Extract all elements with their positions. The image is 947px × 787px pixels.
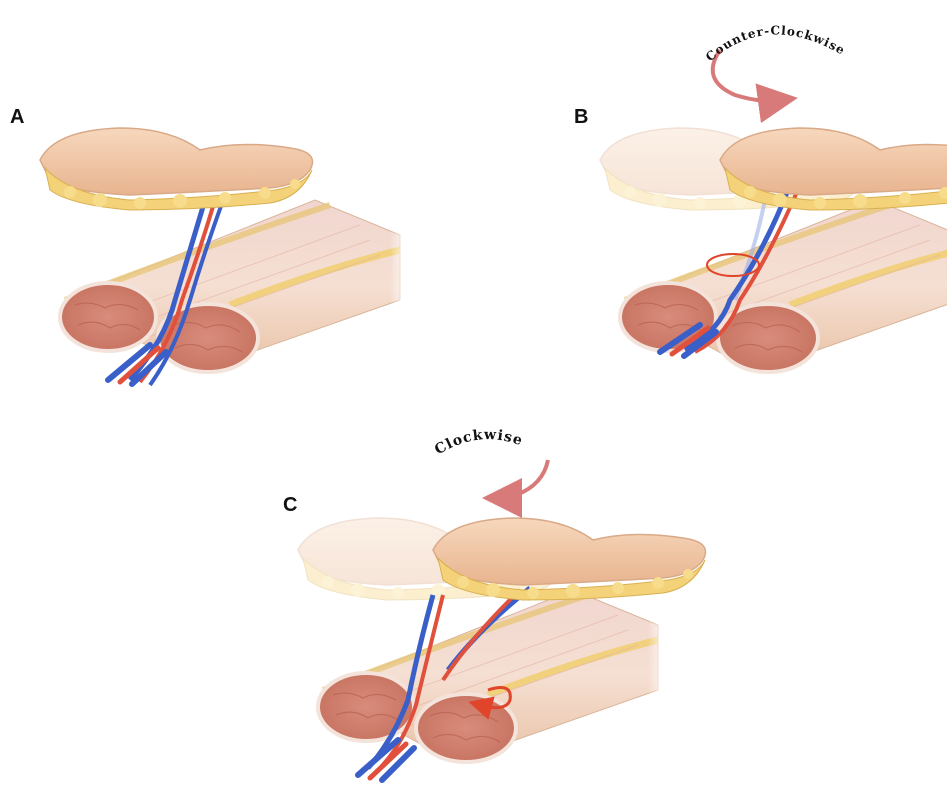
flap-a [40, 128, 313, 210]
clockwise-arrow [498, 460, 548, 498]
limb-c [318, 580, 668, 762]
counter-clockwise-arrow [713, 50, 782, 101]
flap-c [433, 518, 706, 600]
panel-a [40, 128, 410, 385]
clockwise-label: Clockwise [432, 427, 525, 458]
panel-b: Counter-Clockwise [600, 23, 947, 372]
panel-c: Clockwise [298, 427, 706, 780]
limb-a [60, 190, 410, 372]
counter-clockwise-label: Counter-Clockwise [703, 23, 848, 64]
